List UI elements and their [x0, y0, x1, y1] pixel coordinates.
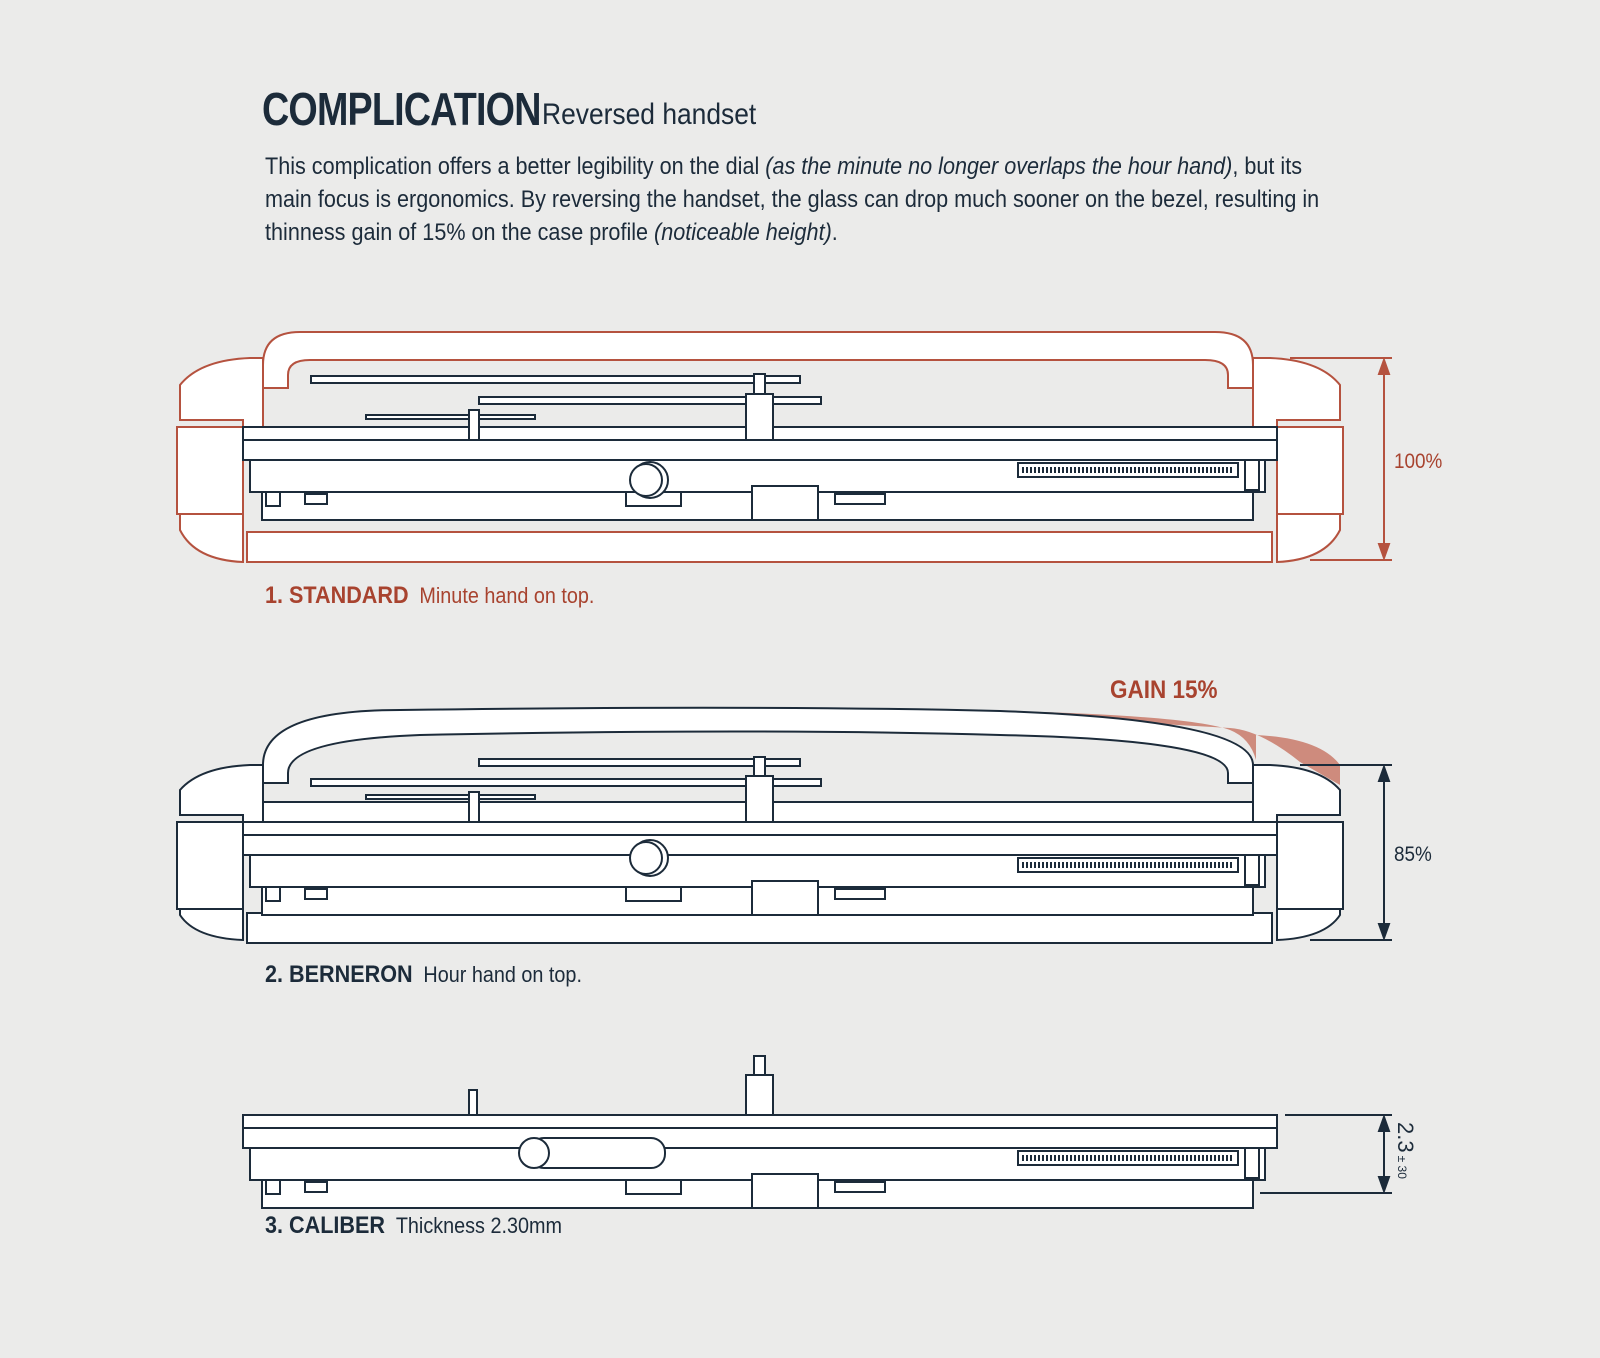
standard-case — [176, 331, 1344, 564]
intro-text: , but its main focus is ergonomics. By r… — [265, 153, 1320, 246]
intro-text: . — [831, 219, 838, 246]
standard-hands — [310, 373, 822, 441]
dimension-arrow-100 — [1290, 357, 1392, 561]
intro-italic: (noticeable height) — [654, 219, 832, 246]
berneron-movement — [243, 822, 1277, 915]
intro-text: This complication offers a better legibi… — [265, 153, 766, 180]
caption-title: 2. BERNERON — [265, 961, 413, 988]
gain-label: GAIN 15% — [1110, 676, 1218, 704]
dimension-label-standard: 100% — [1394, 450, 1443, 473]
dimension-arrow-85 — [1300, 764, 1392, 941]
seconds-hand — [365, 794, 536, 800]
caption-desc: Thickness 2.30mm — [395, 1213, 562, 1238]
dimension-label-berneron: 85% — [1394, 843, 1432, 866]
caption-desc: Hour hand on top. — [423, 962, 582, 987]
caption-caliber: 3. CALIBER Thickness 2.30mm — [265, 1212, 562, 1240]
caption-berneron: 2. BERNERON Hour hand on top. — [265, 961, 582, 989]
crown-stem — [529, 1137, 666, 1169]
hour-hand — [478, 396, 822, 405]
minute-hand — [310, 375, 801, 384]
caption-desc: Minute hand on top. — [419, 583, 595, 608]
standard-diagram — [176, 331, 1392, 564]
caliber-thickness-value: 2.3 — [1393, 1122, 1418, 1153]
berneron-diagram — [176, 706, 1392, 944]
caption-title: 1. STANDARD — [265, 582, 409, 609]
gain-area — [900, 709, 1340, 785]
berneron-hands — [310, 756, 822, 823]
seconds-hand — [365, 414, 536, 420]
dimension-label-caliber: 2.3 ± 30 — [1392, 1122, 1418, 1179]
intro-paragraph: This complication offers a better legibi… — [265, 150, 1345, 249]
caption-title: 3. CALIBER — [265, 1212, 386, 1239]
hour-hand — [478, 758, 801, 767]
caliber-tolerance: ± 30 — [1395, 1155, 1409, 1179]
minute-hand — [310, 778, 822, 787]
dimension-arrow-caliber — [1260, 1114, 1392, 1194]
page-subtitle: Reversed handset — [542, 98, 757, 131]
intro-italic: (as the minute no longer overlaps the ho… — [765, 153, 1233, 180]
caption-standard: 1. STANDARD Minute hand on top. — [265, 582, 594, 610]
caliber-movement — [243, 1115, 1277, 1208]
page-title: COMPLICATION — [262, 83, 541, 135]
berneron-case — [176, 706, 1344, 944]
caliber-diagram — [243, 1055, 1392, 1208]
